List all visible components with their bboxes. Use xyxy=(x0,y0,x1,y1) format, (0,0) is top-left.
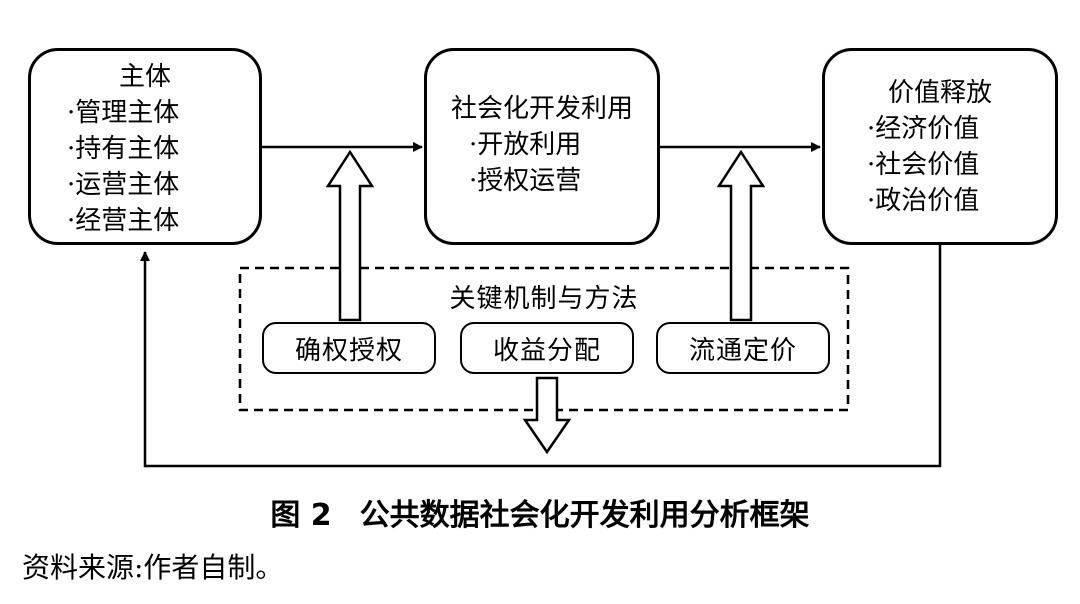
hollow-up-arrow-left xyxy=(325,149,375,322)
source-note: 资料来源:作者自制。 xyxy=(22,551,284,584)
mechanism-item-rights: 确权授权 xyxy=(262,322,436,374)
subject-item: ·经营主体 xyxy=(67,206,180,236)
subject-box: 主体 ·管理主体 ·持有主体 ·运营主体 ·经营主体 xyxy=(28,48,262,245)
subject-item: ·管理主体 xyxy=(67,98,180,128)
utilization-box-title: 社会化开发利用 xyxy=(450,94,633,124)
mechanism-item-pricing: 流通定价 xyxy=(656,322,830,374)
utilization-item: ·开放利用 xyxy=(469,130,582,160)
subject-box-title: 主体 xyxy=(118,62,171,92)
mechanism-item-revenue: 收益分配 xyxy=(460,322,634,374)
hollow-down-arrow xyxy=(522,376,572,455)
value-box: 价值释放 ·经济价值 ·社会价值 ·政治价值 xyxy=(822,48,1058,245)
value-item: ·社会价值 xyxy=(867,150,980,180)
subject-item: ·持有主体 xyxy=(67,134,180,164)
value-item: ·政治价值 xyxy=(867,186,980,216)
hollow-up-arrow-right xyxy=(716,149,766,322)
figure-title: 公共数据社会化开发利用分析框架 xyxy=(359,498,810,533)
feedback-loop-line xyxy=(140,245,942,468)
mechanism-title: 关键机制与方法 xyxy=(449,284,639,314)
subject-item: ·运营主体 xyxy=(67,170,180,200)
value-box-title: 价值释放 xyxy=(887,78,992,108)
utilization-item: ·授权运营 xyxy=(469,166,582,196)
figure-caption: 图 2 公共数据社会化开发利用分析框架 xyxy=(0,490,1080,534)
value-item: ·经济价值 xyxy=(867,114,980,144)
utilization-box: 社会化开发利用 ·开放利用 ·授权运营 xyxy=(424,48,660,245)
figure-number: 图 2 xyxy=(270,498,332,533)
